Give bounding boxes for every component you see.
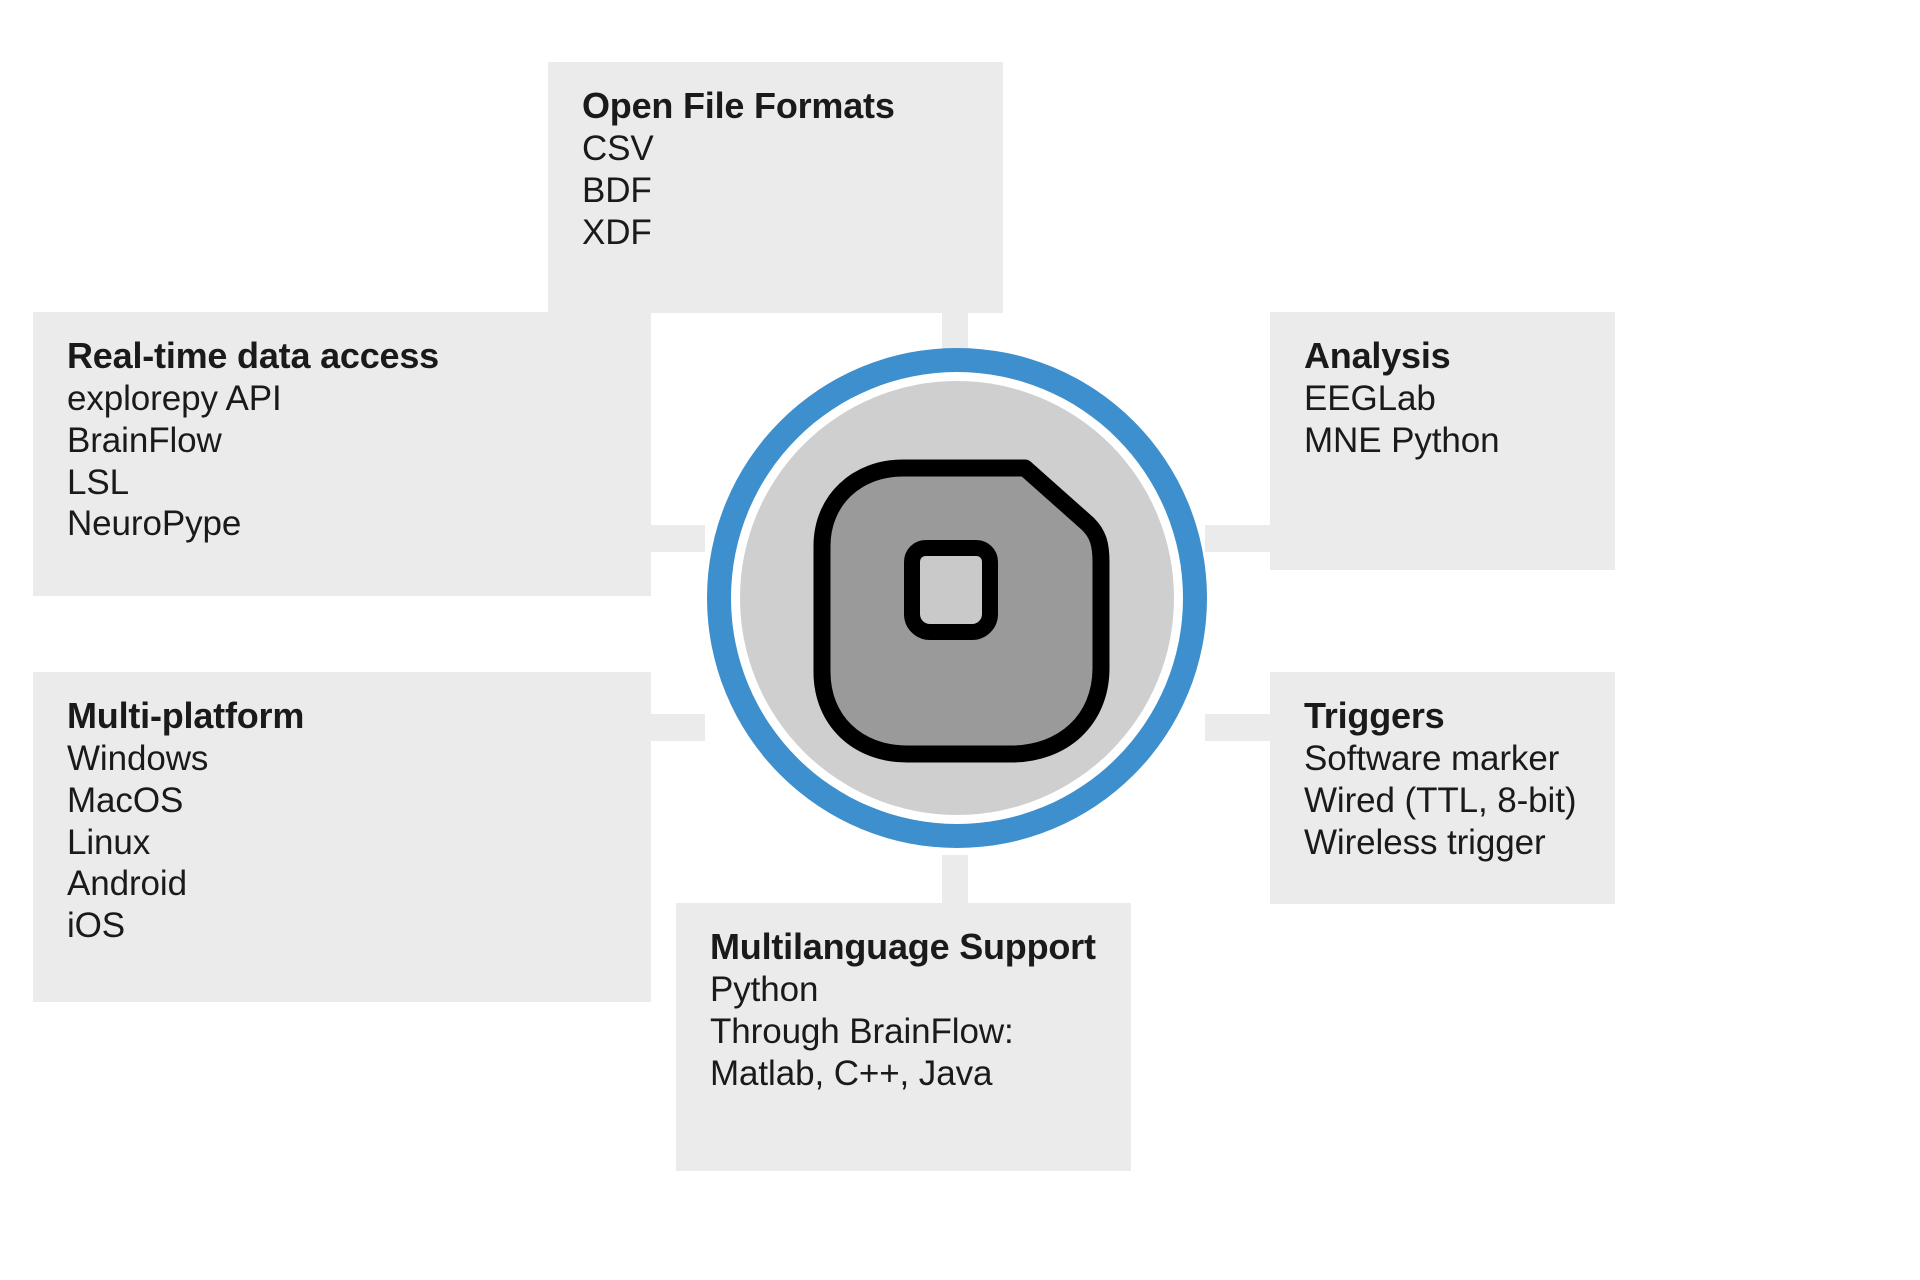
box-item: Wireless trigger — [1304, 822, 1546, 862]
connector-left-upper — [645, 525, 705, 552]
box-item: BDF — [582, 170, 652, 210]
box-item: Android — [67, 864, 187, 904]
connector-right-upper — [1205, 525, 1273, 552]
box-item: BrainFlow — [67, 420, 222, 460]
connector-left-lower — [645, 714, 705, 741]
eeg-device-icon — [813, 459, 1110, 763]
box-item: Linux — [67, 822, 151, 862]
box-title: Real-time data access — [67, 335, 440, 376]
box-item: Through BrainFlow: — [710, 1011, 1014, 1051]
box-analysis: Analysis EEGLab MNE Python — [1270, 312, 1615, 570]
box-realtime-data-access: Real-time data access explorepy API Brai… — [33, 312, 651, 596]
box-title: Multi-platform — [67, 695, 305, 736]
box-item: explorepy API — [67, 379, 282, 419]
box-item: Windows — [67, 739, 209, 779]
box-item: CSV — [582, 129, 654, 169]
box-multilanguage-support: Multilanguage Support Python Through Bra… — [676, 903, 1131, 1171]
box-item: Matlab, C++, Java — [710, 1053, 993, 1093]
box-title: Open File Formats — [582, 85, 895, 126]
box-title: Triggers — [1304, 695, 1445, 736]
center-hub — [707, 348, 1207, 848]
box-item: Software marker — [1304, 739, 1560, 779]
box-multi-platform: Multi-platform Windows MacOS Linux Andro… — [33, 672, 651, 1002]
box-item: iOS — [67, 905, 126, 945]
connector-right-lower — [1205, 714, 1273, 741]
box-item: MacOS — [67, 780, 184, 820]
box-item: NeuroPype — [67, 504, 242, 544]
box-item: XDF — [582, 212, 652, 252]
connector-bottom — [942, 855, 968, 905]
box-open-file-formats: Open File Formats CSV BDF XDF — [548, 62, 1003, 313]
box-item: Python — [710, 970, 819, 1010]
box-title: Multilanguage Support — [710, 926, 1096, 967]
box-item: LSL — [67, 462, 129, 502]
box-item: MNE Python — [1304, 420, 1500, 460]
box-title: Analysis — [1304, 335, 1451, 376]
box-item: Wired (TTL, 8-bit) — [1304, 780, 1577, 820]
box-triggers: Triggers Software marker Wired (TTL, 8-b… — [1270, 672, 1615, 904]
box-item: EEGLab — [1304, 379, 1436, 419]
device-button — [904, 540, 998, 640]
